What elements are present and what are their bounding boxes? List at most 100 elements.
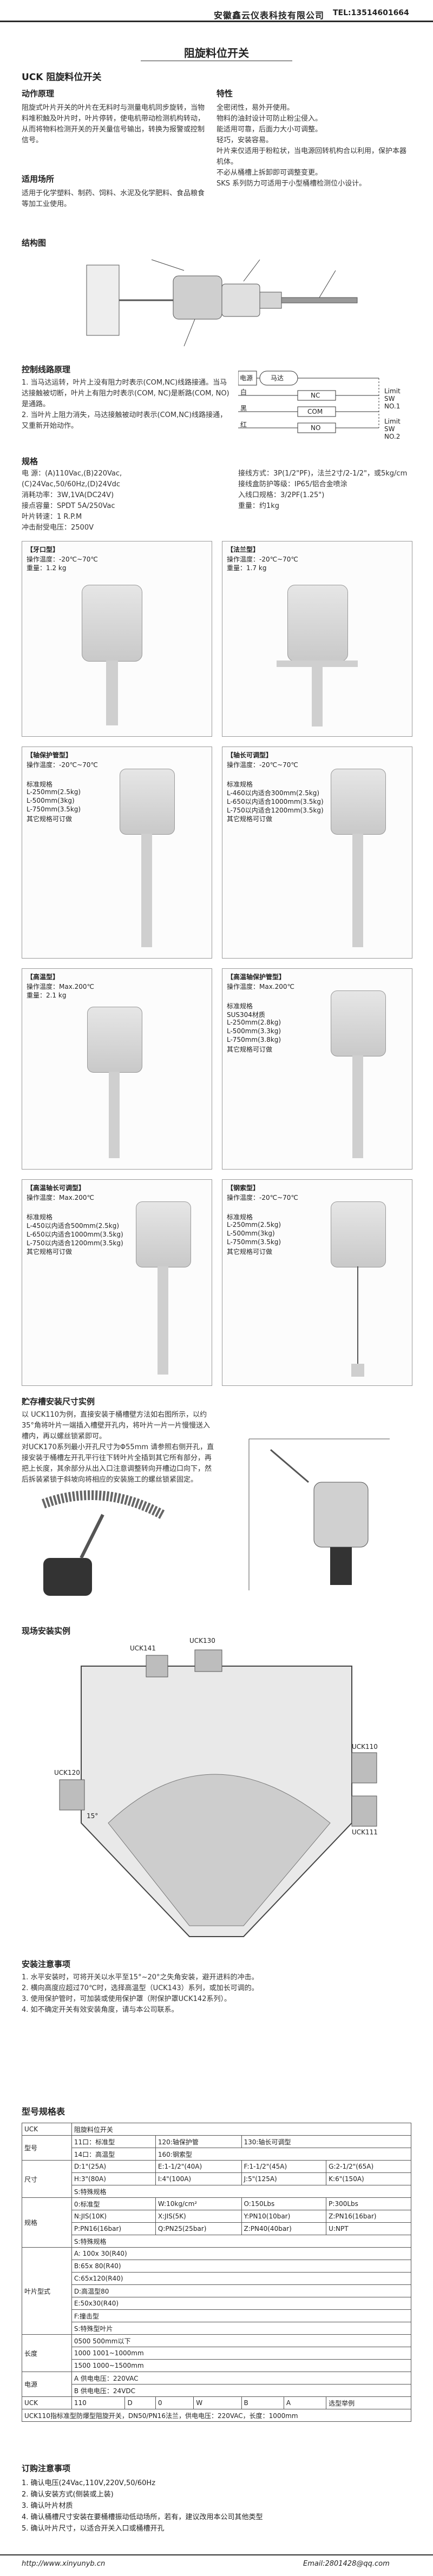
- table-cell: D:高温型80: [71, 2284, 412, 2297]
- table-cell: B:65x 80(R40): [71, 2260, 412, 2273]
- model-info: 其它规格可订做: [227, 1248, 273, 1256]
- model-drawing: [331, 769, 386, 835]
- spec-line: 接点容量：SPDT 5A/250Vac: [22, 502, 115, 510]
- table-cell: E:50x30(R40): [71, 2297, 412, 2310]
- table-cell: Z:PN16(16bar): [326, 2210, 411, 2223]
- table-cell: 叶片型式: [22, 2247, 72, 2335]
- table-cell: 规格: [22, 2197, 72, 2248]
- install-paragraph: 以 UCK110为例，直接安装于桶槽壁方法如右图所示，以约35°角将叶片一端插入…: [22, 1411, 211, 1441]
- spec-line: 入线口规格：3/2PF(1.25"): [238, 491, 325, 499]
- silo-illustration: UCK141 UCK130 UCK120 UCK110 UCK111 15°: [49, 1637, 384, 1947]
- model-title: UCK 阻旋料位开关: [22, 72, 102, 83]
- table-row: S:特殊规格: [22, 2185, 412, 2198]
- case-label-uck141: UCK141: [130, 1644, 156, 1652]
- footer-email[interactable]: Email:2801428@qq.com: [303, 2560, 390, 2568]
- model-box: 【钢索型】 操作温度：-20℃~70℃ 标准规格 L-250mm(2.5kg) …: [222, 1179, 412, 1386]
- structure-heading: 结构图: [22, 238, 47, 248]
- feature-item: SKS 系列防力可适用于小型桶槽检测位小设计。: [216, 180, 366, 188]
- model-drawing: [331, 1201, 386, 1267]
- order-item: 1. 确认电压(24Vac,110V,220V,50/60Hz: [22, 2479, 156, 2487]
- table-cell: A: 100x 30(R40): [71, 2247, 412, 2260]
- model-info: 操作温度：Max.200℃: [27, 983, 95, 990]
- table-cell: 1500 1000~1500mm: [71, 2359, 412, 2372]
- install-drawing: [22, 1482, 216, 1612]
- model-box: 【法兰型】 操作温度：-20℃~70℃ 重量：1.7 kg: [222, 541, 412, 737]
- model-info: L-500mm(3kg): [227, 1230, 275, 1237]
- model-info: L-460以内适合300mm(2.5kg): [227, 789, 320, 797]
- circuit-power-label: 电源: [240, 374, 253, 382]
- model-info: L-750mm(3.5kg): [27, 805, 81, 813]
- model-name: 【高温轴长可调型】: [27, 1184, 86, 1192]
- table-cell: UCK: [22, 2396, 72, 2409]
- table-row: 叶片型式 A: 100x 30(R40): [22, 2247, 412, 2335]
- footer: http://www.xinyunyb.cn Email:2801428@qq.…: [0, 2549, 433, 2576]
- table-cell: 0:标准型: [71, 2197, 156, 2210]
- model-info: 标准规格: [27, 1213, 53, 1221]
- table-cell: 120:轴保护管: [155, 2135, 242, 2148]
- spec-line: 消耗功率：3W,1VA(DC24V): [22, 491, 114, 499]
- model-info: L-500mm(3kg): [27, 797, 75, 804]
- table-row: S:特殊型叶片: [22, 2322, 412, 2335]
- case-label-uck110: UCK110: [352, 1743, 378, 1751]
- table-cell: B 供电电压：24VDC: [71, 2384, 412, 2397]
- model-box: 【高温型】 操作温度：Max.200℃ 重量：2.1 kg: [22, 968, 212, 1170]
- company-name: 安徽鑫云仪表科技有限公司: [214, 10, 325, 21]
- circuit-white-label: 白: [240, 388, 247, 396]
- spec-line: 叶片转速：1 R.P.M: [22, 513, 82, 521]
- circuit-red-label: 红: [240, 421, 247, 428]
- model-shaft: [352, 834, 363, 947]
- table-row: E:50x30(R40): [22, 2297, 412, 2310]
- model-info: 操作温度：-20℃~70℃: [227, 556, 298, 563]
- model-box: 【高温轴保护管型】 操作温度：Max.200℃ 标准规格 SUS304材质 L-…: [222, 968, 412, 1170]
- table-row: 长度 0500 500mm以下: [22, 2334, 412, 2372]
- model-info: 操作温度：Max.200℃: [27, 1194, 95, 1201]
- circuit-black-label: 黑: [240, 405, 247, 412]
- footer-rule: [0, 2554, 433, 2555]
- table-cell: H:3"(80A): [71, 2172, 156, 2185]
- table-cell: 阻旋料位开关: [71, 2123, 412, 2136]
- table-cell: A 供电电压：220VAC: [71, 2372, 412, 2385]
- model-name: 【牙口型】: [27, 546, 60, 553]
- model-info: L-250mm(2.5kg): [227, 1221, 281, 1228]
- table-cell: P:PN16(16bar): [71, 2222, 156, 2235]
- table-cell: 电源: [22, 2372, 72, 2397]
- table-cell: 0500 500mm以下: [71, 2334, 412, 2347]
- table-cell: 长度: [22, 2334, 72, 2372]
- model-name: 【法兰型】: [227, 546, 260, 553]
- model-cable: [357, 1266, 358, 1364]
- model-shaft: [109, 1072, 120, 1158]
- features-heading: 特性: [216, 89, 233, 98]
- model-info: SUS304材质: [227, 1011, 265, 1019]
- model-info: 操作温度：-20℃~70℃: [227, 761, 298, 769]
- structure-drawing: [65, 254, 368, 357]
- model-info: 标准规格: [227, 1213, 253, 1221]
- table-row: 电源 A 供电电压：220VAC: [22, 2372, 412, 2397]
- model-drawing: [136, 1201, 191, 1267]
- table-row: 14口：高温型 160:钢索型: [22, 2148, 412, 2161]
- table-cell: U:NPT: [326, 2222, 411, 2235]
- model-name: 【钢索型】: [227, 1184, 260, 1192]
- model-info: 重量：1.2 kg: [27, 564, 67, 572]
- model-info: L-750以内适合1200mm(3.5kg): [27, 1239, 123, 1247]
- table-cell: J:5"(125A): [241, 2172, 327, 2185]
- table-cell: 0: [155, 2396, 194, 2409]
- model-info: L-650以内适合1000mm(3.5kg): [27, 1231, 123, 1238]
- spec-table: UCK 阻旋料位开关 型号 11口：标准型 120:轴保护管 130:轴长可调型…: [22, 2123, 412, 2422]
- table-cell: B: [241, 2396, 284, 2409]
- note-item: 2. 横向高度应超过70℃时，选择高温型（UCK143）系列，或加长可调的。: [22, 1984, 259, 1992]
- model-box: 【牙口型】 操作温度：-20℃~70℃ 重量：1.2 kg: [22, 541, 212, 737]
- spec-line: 接线方式：3P(1/2"PF)，法兰2寸/2-1/2"，或5kg/cm: [238, 470, 408, 478]
- notes-list: 1. 水平安装时，可将开关以水平至15°~20°之失角安装，避开进料的冲击。 2…: [22, 1972, 411, 2016]
- table-cell: F:1-1/2"(45A): [241, 2160, 327, 2173]
- table-cell: 160:钢索型: [155, 2148, 412, 2161]
- model-flange: [277, 660, 358, 667]
- footer-website[interactable]: http://www.xinyunyb.cn: [22, 2560, 106, 2568]
- table-cell: UCK110指标准型防爆型阻旋开关，DN50/PN16法兰，供电电压：220VA…: [22, 2409, 411, 2422]
- model-info: 操作温度：Max.200℃: [227, 983, 295, 990]
- circuit-com-label: COM: [307, 408, 323, 415]
- table-row: S:特殊规格: [22, 2235, 412, 2248]
- model-box: 【轴保护管型】 操作温度：-20℃~70℃ 标准规格 L-250mm(2.5kg…: [22, 747, 212, 959]
- table-row: 型号 11口：标准型 120:轴保护管 130:轴长可调型: [22, 2135, 411, 2161]
- table-cell: C:65x120(R40): [71, 2272, 412, 2285]
